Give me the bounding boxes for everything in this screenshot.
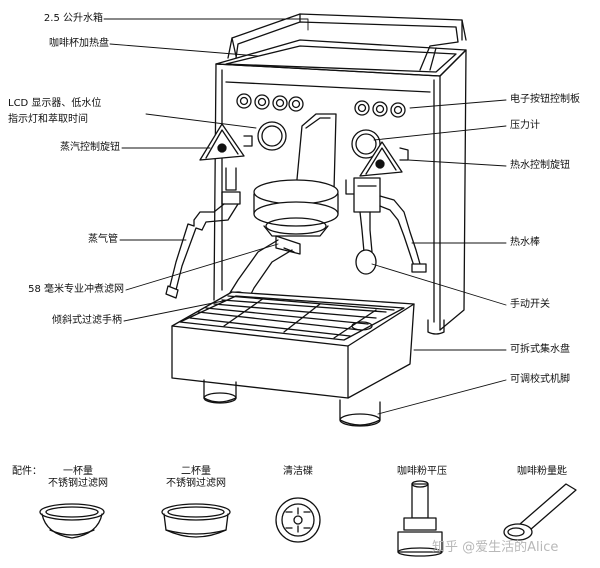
label-steam-knob: 蒸汽控制旋钮	[60, 142, 120, 153]
cup-warmer-rail	[227, 13, 467, 71]
left-button-panel	[236, 93, 304, 112]
hot-water-knob	[359, 141, 409, 177]
machine-body	[213, 49, 467, 331]
label-lcd-line2: 指示灯和萃取时间	[8, 114, 88, 125]
label-adjustable-feet: 可调校式机脚	[510, 374, 570, 385]
group-head	[253, 113, 339, 237]
drip-tray	[171, 291, 415, 399]
leader-lines	[103, 18, 507, 415]
label-single-basket-line2: 不锈钢过滤网	[48, 478, 108, 489]
label-double-basket-line2: 不锈钢过滤网	[166, 478, 226, 489]
adjustable-feet	[203, 319, 445, 427]
steam-wand	[165, 167, 241, 299]
label-drip-tray: 可拆式集水盘	[510, 344, 570, 355]
accessories-heading: 配件：	[12, 466, 42, 477]
single-filter-basket	[39, 503, 105, 539]
label-hot-water-knob: 热水控制旋钮	[510, 160, 570, 171]
label-angled-handle: 倾斜式过滤手柄	[52, 315, 122, 326]
label-water-tank: 2.5 公升水箱	[43, 13, 103, 24]
steam-knob	[199, 123, 253, 161]
label-single-basket-line1: 一杯量	[63, 466, 93, 477]
label-cup-warmer: 咖啡杯加热盘	[49, 38, 109, 49]
label-coffee-scoop: 咖啡粉量匙	[517, 466, 567, 477]
label-button-panel: 电子按钮控制板	[510, 94, 580, 105]
label-double-basket-line1: 二杯量	[181, 466, 211, 477]
label-cleaning-disc: 清洁碟	[283, 466, 313, 477]
label-lcd-line1: LCD 显示器、低水位	[8, 98, 102, 109]
double-filter-basket	[161, 503, 231, 538]
tamper	[397, 480, 443, 557]
left-display-gauge	[257, 121, 287, 151]
label-portafilter-58: 58 毫米专业冲煮滤网	[28, 284, 124, 295]
coffee-scoop	[503, 483, 577, 541]
label-hot-water-wand: 热水棒	[510, 237, 540, 248]
cleaning-disc	[275, 497, 321, 543]
label-pressure-gauge: 压力计	[510, 120, 540, 131]
label-manual-switch: 手动开关	[510, 299, 550, 310]
label-tamper: 咖啡粉平压	[397, 466, 447, 477]
label-steam-wand: 蒸气管	[88, 234, 118, 245]
watermark: 知乎 @爱生活的Alice	[432, 540, 559, 555]
hot-water-wand	[345, 177, 427, 275]
right-button-panel	[354, 100, 406, 118]
